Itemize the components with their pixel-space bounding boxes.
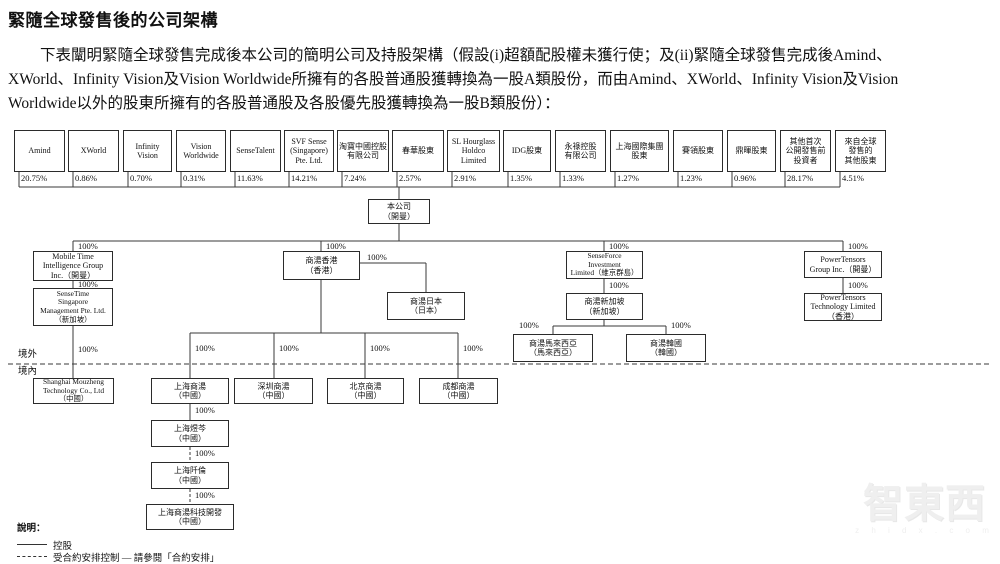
shareholder-box-other-preipo: 其他首次 公開發售前 投資者 [780, 130, 831, 172]
ownership-pct-label: 100% [195, 490, 215, 500]
legend-heading: 說明： [17, 524, 46, 534]
entity-box-shanghai-yuqin: 上海煜芩 （中國） [151, 420, 229, 447]
shareholder-box-xworld: XWorld [68, 130, 119, 172]
intro-line-1: 下表闡明緊隨全球發售完成後本公司的簡明公司及持股架構（假設(i)超額配股權未獲行… [40, 47, 892, 64]
entity-box-shangtang-hk: 商湯香港 （香港） [283, 251, 360, 280]
shareholder-pct: 2.57% [399, 173, 421, 183]
entity-box-shangtang-malaysia: 商湯馬來西亞 （馬來西亞） [513, 334, 593, 362]
ownership-pct-label: 100% [609, 241, 629, 251]
watermark-logo: 智東西 [863, 482, 986, 526]
shareholder-pct: 1.27% [617, 173, 639, 183]
entity-box-shangtang-sg: 商湯新加坡 （新加坡） [566, 293, 643, 320]
legend-dashed-line [17, 556, 47, 557]
ownership-pct-label: 100% [78, 279, 98, 289]
shareholder-box-global-offering: 來自全球 發售的 其他股東 [835, 130, 886, 172]
ownership-pct-label: 100% [195, 343, 215, 353]
shareholder-pct: 14.21% [291, 173, 318, 183]
shareholder-box-sensetalent: SenseTalent [230, 130, 281, 172]
entity-box-beijing-shangtang: 北京商湯 （中國） [327, 378, 404, 404]
entity-box-sensetime-sg-mgmt: SenseTime Singapore Management Pte. Ltd.… [33, 288, 113, 326]
shareholder-pct: 0.31% [183, 173, 205, 183]
shareholder-pct: 28.17% [787, 173, 814, 183]
legend: 說明： 控股 受合約安排控制 — 請參閱「合約安排」 [17, 520, 219, 564]
ownership-pct-label: 100% [671, 320, 691, 330]
ownership-pct-label: 100% [78, 344, 98, 354]
ownership-pct-label: 100% [279, 343, 299, 353]
shareholder-pct: 20.75% [21, 173, 48, 183]
entity-box-chengdu-shangtang: 成都商湯 （中國） [419, 378, 498, 404]
shareholder-pct: 0.70% [130, 173, 152, 183]
shareholder-pct: 2.91% [454, 173, 476, 183]
ownership-pct-label: 100% [195, 448, 215, 458]
ownership-pct-label: 100% [326, 241, 346, 251]
intro-paragraph: 下表闡明緊隨全球發售完成後本公司的簡明公司及持股架構（假設(i)超額配股權未獲行… [8, 44, 996, 116]
shareholder-box-amind: Amind [14, 130, 65, 172]
shareholder-pct: 4.51% [842, 173, 864, 183]
shareholder-box-yonglu: 永祿控股 有限公司 [555, 130, 606, 172]
shareholder-pct: 11.63% [237, 173, 263, 183]
ownership-pct-label: 100% [78, 241, 98, 251]
shareholder-box-sailing: 賽領股東 [673, 130, 723, 172]
shareholder-box-svf-sense: SVF Sense (Singapore) Pte. Ltd. [284, 130, 334, 172]
ownership-pct-label: 100% [848, 280, 868, 290]
entity-box-shangtang-japan: 商湯日本 （日本） [387, 292, 465, 320]
shareholder-pct: 0.96% [734, 173, 756, 183]
shareholder-pct: 1.35% [510, 173, 532, 183]
watermark: 智東西 z h i d x . c o m [852, 482, 997, 535]
ownership-pct-label: 100% [195, 405, 215, 415]
entity-box-mobile-time: Mobile Time Intelligence Group Inc.（開曼） [33, 251, 113, 281]
entity-box-shanghai-mouzheng: Shanghai Mouzheng Technology Co., Ltd （中… [33, 377, 114, 404]
ownership-pct-label: 100% [848, 241, 868, 251]
shareholder-box-infinity-vision: Infinity Vision [123, 130, 172, 172]
shareholder-box-sl-hourglass: SL Hourglass Holdco Limited [447, 130, 500, 172]
entity-box-shenzhen-shangtang: 深圳商湯 （中國） [234, 378, 313, 404]
legend-solid-label: 控股 [53, 542, 73, 552]
shareholder-box-cdh: 鼎暉股東 [727, 130, 776, 172]
entity-box-company: 本公司 （開曼） [368, 199, 430, 224]
intro-line-2: XWorld、Infinity Vision及Vision Worldwide所… [8, 71, 899, 88]
shareholder-pct: 0.86% [75, 173, 97, 183]
entity-box-powertensors-group: PowerTensors Group Inc.（開曼） [804, 251, 882, 278]
ownership-pct-label: 100% [609, 280, 629, 290]
ownership-pct-label: 100% [370, 343, 390, 353]
entity-box-powertensors-tech: PowerTensors Technology Limited （香港） [804, 293, 882, 321]
legend-dashed-label: 受合約安排控制 — 請參閱「合約安排」 [53, 554, 220, 564]
entity-box-senseforce: SenseForce Investment Limited（維京群島） [566, 251, 643, 279]
entity-box-shangtang-korea: 商湯韓國 （韓國） [626, 334, 706, 362]
shareholder-pct: 1.33% [562, 173, 584, 183]
shareholder-box-idg: IDG股東 [503, 130, 551, 172]
ownership-pct-label: 100% [367, 252, 387, 262]
shareholder-box-primavera: 春華股東 [392, 130, 444, 172]
shareholder-box-shanghai-intl-group: 上海國際集團 股東 [610, 130, 669, 172]
entity-box-shanghai-shangtang-tech-dev: 上海商湯科技開發 （中國） [146, 504, 234, 530]
shareholder-pct: 7.24% [344, 173, 366, 183]
shareholder-box-vision-worldwide: Vision Worldwide [176, 130, 226, 172]
page-title: 緊隨全球發售後的公司架構 [8, 11, 218, 30]
shareholder-pct: 1.23% [680, 173, 702, 183]
entity-box-shanghai-shangtang: 上海商湯 （中國） [151, 378, 229, 404]
entity-box-shanghai-qianlun: 上海阡倫 （中國） [151, 462, 229, 489]
shareholder-box-taobao-china: 淘寶中國控股 有限公司 [337, 130, 389, 172]
offshore-label: 境外 [18, 350, 38, 360]
intro-line-3: Worldwide以外的股東所擁有的各股普通股及各股優先股獲轉換為一股B類股份）… [8, 95, 560, 112]
watermark-domain: z h i d x . c o m [855, 526, 994, 535]
legend-solid-line [17, 544, 47, 545]
ownership-pct-label: 100% [463, 343, 483, 353]
ownership-pct-label: 100% [519, 320, 539, 330]
onshore-label: 境內 [18, 367, 38, 377]
